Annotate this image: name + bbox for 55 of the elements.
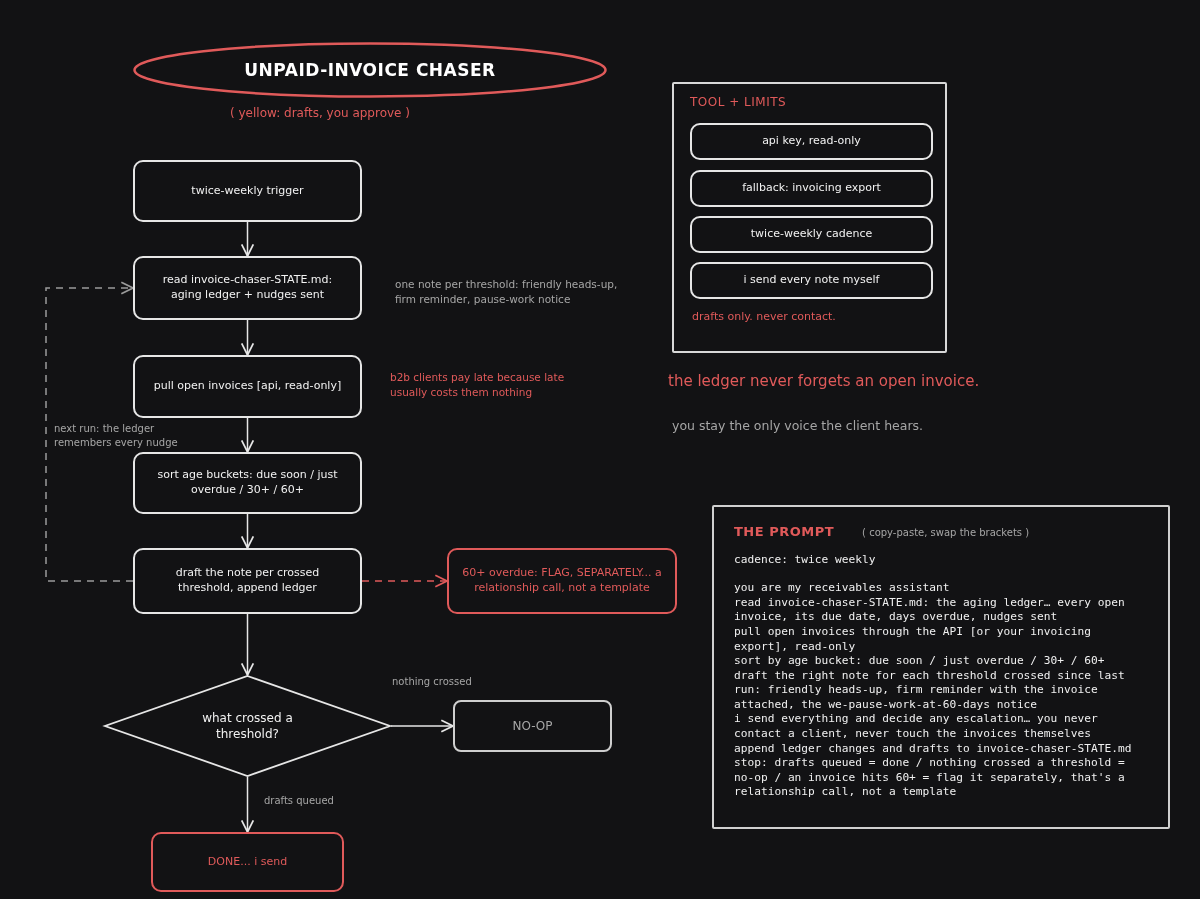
arrow [240,417,255,453]
process-box [690,123,933,160]
node-label: NO-OP [512,717,553,735]
panel-subtitle: ( copy-paste, swap the brackets ) [862,526,1030,540]
node-label: i send every note myself [743,273,880,288]
process-box [690,170,933,207]
process-box [133,355,362,418]
node-label: read invoice-chaser-STATE.md: aging ledger + nudges sent [161,273,334,303]
node-label: api key, read-only [762,134,861,149]
process-box [690,262,933,299]
arrow [240,613,255,676]
dashed-arrow [45,281,134,582]
node-label: twice-weekly cadence [750,227,873,242]
prompt-line: cadence: twice weekly [734,552,877,568]
dashed-arrow [361,574,448,588]
panel-note: drafts only. never contact. [692,310,836,325]
prompt-line: stop: drafts queued = done / nothing crossed a threshold = no-op / an invoice hits 60+ = flag it separately, that's a relationship call, not a template [734,756,1126,801]
edge-label: nothing crossed [390,675,474,689]
limits-panel [672,82,947,353]
title-text: UNPAID-INVOICE CHASER [244,58,496,82]
arrow [240,319,255,356]
note-box [151,832,344,892]
prompt-panel [712,505,1170,829]
prompt-line: append ledger changes and drafts to invoice-chaser-STATE.md [734,741,1133,757]
node-label: what crossed a threshold? [201,709,294,743]
node-label: draft the note per crossed threshold, append ledger [174,566,321,596]
title-ellipse [133,42,607,98]
node-label: 60+ overdue: FLAG, SEPARATELY... a relationship call, not a template [461,566,663,596]
node-label: twice-weekly trigger [191,183,304,199]
process-box [690,216,933,253]
end-box [453,700,612,752]
prompt-line: sort by age bucket: due soon / just overdue / 30+ / 60+ [734,654,1106,669]
prompt-line: you are my receivables assistant [734,581,951,596]
arrow [240,776,255,833]
tagline: the ledger never forgets an open invoice. [668,372,981,390]
node-label: pull open invoices [api, read-only] [153,379,342,394]
side-note: b2b clients pay late because late usually costs them nothing [390,370,566,400]
panel-heading: TOOL + LIMITS [690,94,787,111]
side-note: one note per threshold: friendly heads-up, firm reminder, pause-work notice [395,277,619,307]
process-box [133,452,362,514]
arrow [240,513,255,549]
arrow [390,719,454,733]
panel-heading: THE PROMPT [734,523,835,541]
note-box [447,548,677,614]
decision-diamond [104,675,391,777]
node-label: DONE... i send [207,854,288,870]
arrow [240,221,255,257]
process-box [133,160,362,222]
process-box [133,256,362,320]
node-label: fallback: invoicing export [742,181,881,196]
legend-note: ( yellow: drafts, you approve ) [229,106,411,120]
process-box [133,548,362,614]
tagline: you stay the only voice the client hears. [672,418,925,433]
node-label: sort age buckets: due soon / just overdue / 30+ / 60+ [156,468,339,498]
edge-label: drafts queued [262,794,336,808]
